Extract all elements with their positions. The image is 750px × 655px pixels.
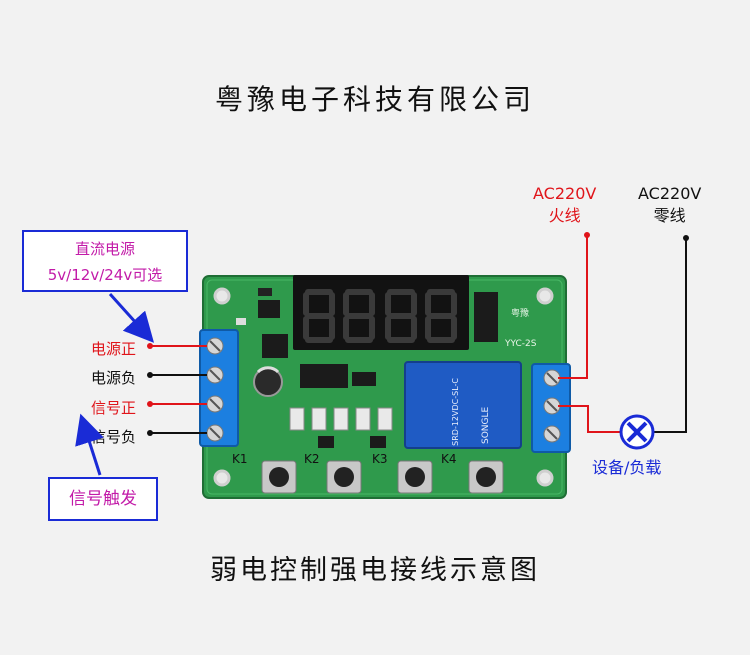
diagram-caption: 弱电控制强电接线示意图 xyxy=(210,555,540,586)
input-terminal-block xyxy=(199,329,239,447)
resistor-row xyxy=(289,407,393,448)
button-label-k1: K1 xyxy=(232,452,248,466)
button-label-k2: K2 xyxy=(304,452,320,466)
ac-neutral-line1: AC220V xyxy=(638,184,702,203)
ac-wiring xyxy=(558,232,689,433)
relay-model-text: SRD-12VDC-SL-C xyxy=(451,378,460,446)
mounting-holes xyxy=(213,287,554,487)
seven-segment-display xyxy=(293,275,469,350)
dc-supply-line2: 5v/12v/24v可选 xyxy=(47,266,163,284)
signal-trigger-arrow xyxy=(75,413,104,476)
capacitor xyxy=(253,366,283,397)
terminal-label-power-positive: 电源正 xyxy=(91,340,137,358)
dc-supply-arrow xyxy=(108,292,155,343)
terminal-label-power-negative: 电源负 xyxy=(91,369,137,387)
load-symbol xyxy=(619,414,655,450)
output-terminal-block xyxy=(531,363,571,453)
push-buttons xyxy=(261,460,504,494)
relay-brand-text: SONGLE xyxy=(481,406,491,444)
ac-live-line2: 火线 xyxy=(548,206,581,225)
button-label-k3: K3 xyxy=(372,452,388,466)
ac-live-label: AC220V 火线 xyxy=(533,183,596,227)
ac-neutral-label: AC220V 零线 xyxy=(638,183,701,227)
dc-supply-line1: 直流电源 xyxy=(74,240,135,258)
ac-live-line1: AC220V xyxy=(533,184,597,203)
button-label-k4: K4 xyxy=(441,452,457,466)
dc-supply-callout: 直流电源 5v/12v/24v可选 xyxy=(22,230,188,292)
terminal-label-signal-positive: 信号正 xyxy=(91,399,137,417)
input-wires xyxy=(147,343,207,436)
signal-trigger-callout: 信号触发 xyxy=(48,477,158,521)
board-brand-text: 粤豫 xyxy=(511,307,529,319)
relay: SRD-12VDC-SL-C SONGLE xyxy=(404,361,522,449)
driver-ic xyxy=(474,292,498,342)
company-title: 粤豫电子科技有限公司 xyxy=(214,83,535,116)
ac-neutral-line2: 零线 xyxy=(653,206,686,225)
board-model-text: YYC-2S xyxy=(504,339,537,349)
signal-trigger-label: 信号触发 xyxy=(69,489,137,509)
device-load-label: 设备/负载 xyxy=(592,458,662,477)
smd-components xyxy=(236,288,376,388)
